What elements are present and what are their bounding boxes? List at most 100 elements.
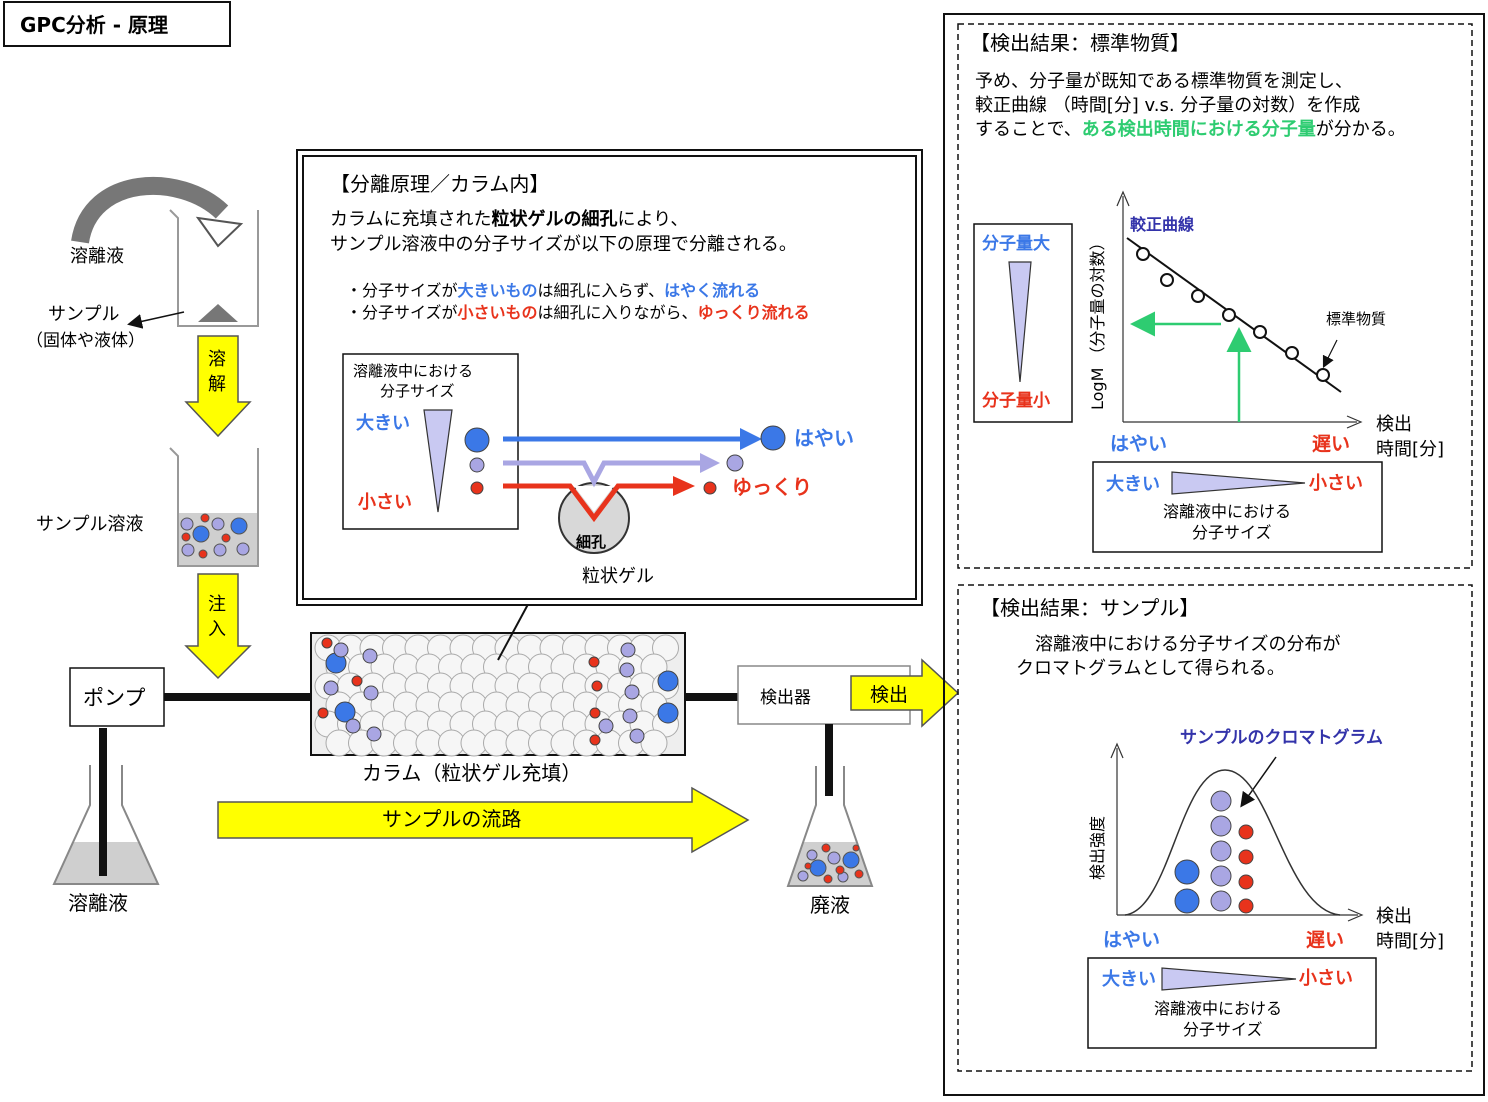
molecule-medium: [333, 642, 349, 658]
svg-text:検出: 検出: [870, 684, 908, 706]
gel-bead: [640, 729, 668, 757]
waste-label: 廃液: [810, 893, 850, 917]
standard-panel: 【検出結果：標準物質】 予め、分子量が既知である標準物質を測定し、 較正曲線 （…: [957, 23, 1473, 569]
solution-beaker: [169, 447, 259, 567]
standard-point: [1222, 308, 1236, 322]
legend-big: 大きい: [356, 412, 410, 434]
molecule-large: [657, 670, 679, 692]
sample-note: （固体や液体）: [26, 331, 145, 351]
molecule-medium: [598, 718, 614, 734]
y-axis-arrow: [1116, 190, 1130, 207]
molecule-small: [591, 680, 603, 692]
molecule-medium: [363, 685, 379, 701]
svg-text:遅い: 遅い: [1312, 433, 1350, 455]
calibration-chart: [1116, 190, 1363, 429]
pump-box: ポンプ: [69, 667, 165, 727]
standard-point: [1253, 325, 1267, 339]
separation-heading: 【分離原理／カラム内】: [330, 172, 549, 196]
page-title: GPC分析 - 原理: [20, 13, 168, 37]
svg-text:小さい: 小さい: [1299, 968, 1353, 989]
molecule-medium: [624, 684, 640, 700]
svg-text:時間[分]: 時間[分]: [1376, 931, 1444, 952]
pore-label: 細孔: [576, 533, 606, 551]
molecule-large: [334, 701, 356, 723]
svg-text:溶: 溶: [208, 349, 226, 370]
standard-point: [1191, 289, 1205, 303]
svg-text:検出: 検出: [1376, 906, 1412, 927]
svg-text:分子サイズ: 分子サイズ: [1183, 1020, 1263, 1039]
standard-point: [1316, 368, 1330, 382]
svg-text:溶離液中における: 溶離液中における: [353, 362, 473, 380]
eluent-bottom-label: 溶離液: [68, 891, 128, 915]
eluent-flask: [52, 728, 160, 885]
molecule-large: [657, 702, 679, 724]
svg-text:遅い: 遅い: [1306, 929, 1344, 951]
molecule-medium: [362, 648, 378, 664]
column-molecules: [317, 637, 679, 746]
svg-text:分子サイズ: 分子サイズ: [380, 382, 455, 400]
svg-text:はやい: はやい: [1103, 929, 1160, 951]
sample-panel: 【検出結果：サンプル】 溶離液中における分子サイズの分布が クロマトグラムとして…: [957, 584, 1473, 1072]
molecule-small: [588, 656, 600, 668]
flow-label: サンプルの流路: [382, 807, 521, 831]
bullet-large: ・分子サイズが大きいものは細孔に入らず、はやく流れる: [346, 281, 760, 300]
separation-box: 【分離原理／カラム内】 カラムに充填された粒状ゲルの細孔により、 サンプル溶液中…: [296, 149, 923, 606]
svg-text:はやい: はやい: [1110, 433, 1167, 455]
svg-text:溶離液中における分子サイズの分布が: 溶離液中における分子サイズの分布が: [1035, 634, 1340, 655]
svg-text:小さい: 小さい: [1309, 473, 1363, 494]
molecule-small: [351, 675, 363, 687]
molecule-medium: [366, 726, 382, 742]
std-label: 標準物質: [1326, 310, 1386, 328]
solution-label: サンプル溶液: [36, 514, 143, 535]
column-caption: カラム（粒状ゲル充填）: [362, 761, 581, 785]
std-y-axis-label: LogM （分子量の対数）: [1088, 235, 1107, 410]
molecule-small: [589, 734, 601, 746]
dissolve-beaker: [71, 176, 259, 329]
molecule-medium: [619, 662, 635, 678]
bullet-small: ・分子サイズが小さいものは細孔に入りながら、ゆっくり流れる: [346, 303, 810, 322]
pump-label: ポンプ: [83, 686, 145, 710]
fast-label: はやい: [794, 426, 854, 450]
eluent-label: 溶離液: [70, 246, 124, 267]
molecule-small: [317, 707, 329, 719]
detector-label: 検出器: [760, 688, 811, 708]
results-frame: [943, 13, 1485, 1096]
molecule-medium: [629, 728, 645, 744]
dissolve-arrow: 溶 解: [184, 335, 252, 438]
svg-text:解: 解: [208, 374, 226, 395]
sample-label: サンプル: [48, 304, 119, 325]
inject-arrow: 注 入: [184, 573, 252, 680]
std-pointer: [1322, 339, 1338, 369]
molecule-medium: [323, 680, 339, 696]
svg-text:分子サイズ: 分子サイズ: [1192, 523, 1272, 542]
svg-text:注: 注: [208, 594, 226, 615]
molecule-medium: [620, 642, 636, 658]
svg-text:溶離液中における: 溶離液中における: [1154, 999, 1282, 1018]
curve-label: 較正曲線: [1130, 215, 1194, 234]
waste-flask: [786, 766, 874, 887]
svg-text:分子量小: 分子量小: [982, 390, 1050, 411]
standard-point: [1160, 273, 1174, 287]
molecule-medium: [345, 718, 361, 734]
separation-line1: カラムに充填された粒状ゲルの細孔により、: [330, 208, 688, 230]
svg-text:大きい: 大きい: [1102, 968, 1156, 990]
svg-text:することで、ある検出時間における分子量が分かる。: することで、ある検出時間における分子量が分かる。: [975, 118, 1406, 140]
gel-label: 粒状ゲル: [582, 566, 654, 587]
sample-y-axis-label: 検出強度: [1088, 816, 1107, 880]
molecule-small: [321, 637, 333, 649]
svg-text:入: 入: [208, 619, 226, 640]
molecule-medium: [622, 708, 638, 724]
chromatogram-curve: [1124, 769, 1341, 916]
sample-heading: 【検出結果：サンプル】: [980, 596, 1199, 620]
svg-text:予め、分子量が既知である標準物質を測定し、: 予め、分子量が既知である標準物質を測定し、: [975, 71, 1353, 92]
chrom-label: サンプルのクロマトグラム: [1180, 727, 1383, 748]
standard-point: [1136, 247, 1150, 261]
svg-text:大きい: 大きい: [1106, 473, 1160, 495]
x-axis-arrow: [1346, 415, 1363, 429]
legend-small: 小さい: [358, 492, 412, 513]
flow-arrow: サンプルの流路: [217, 786, 750, 854]
svg-text:時間[分]: 時間[分]: [1376, 439, 1444, 460]
svg-text:較正曲線 （時間[分] v.s. 分子量の対数）を作成: 較正曲線 （時間[分] v.s. 分子量の対数）を作成: [975, 95, 1360, 116]
separation-line2: サンプル溶液中の分子サイズが以下の原理で分離される。: [330, 234, 797, 255]
column: [310, 632, 686, 757]
